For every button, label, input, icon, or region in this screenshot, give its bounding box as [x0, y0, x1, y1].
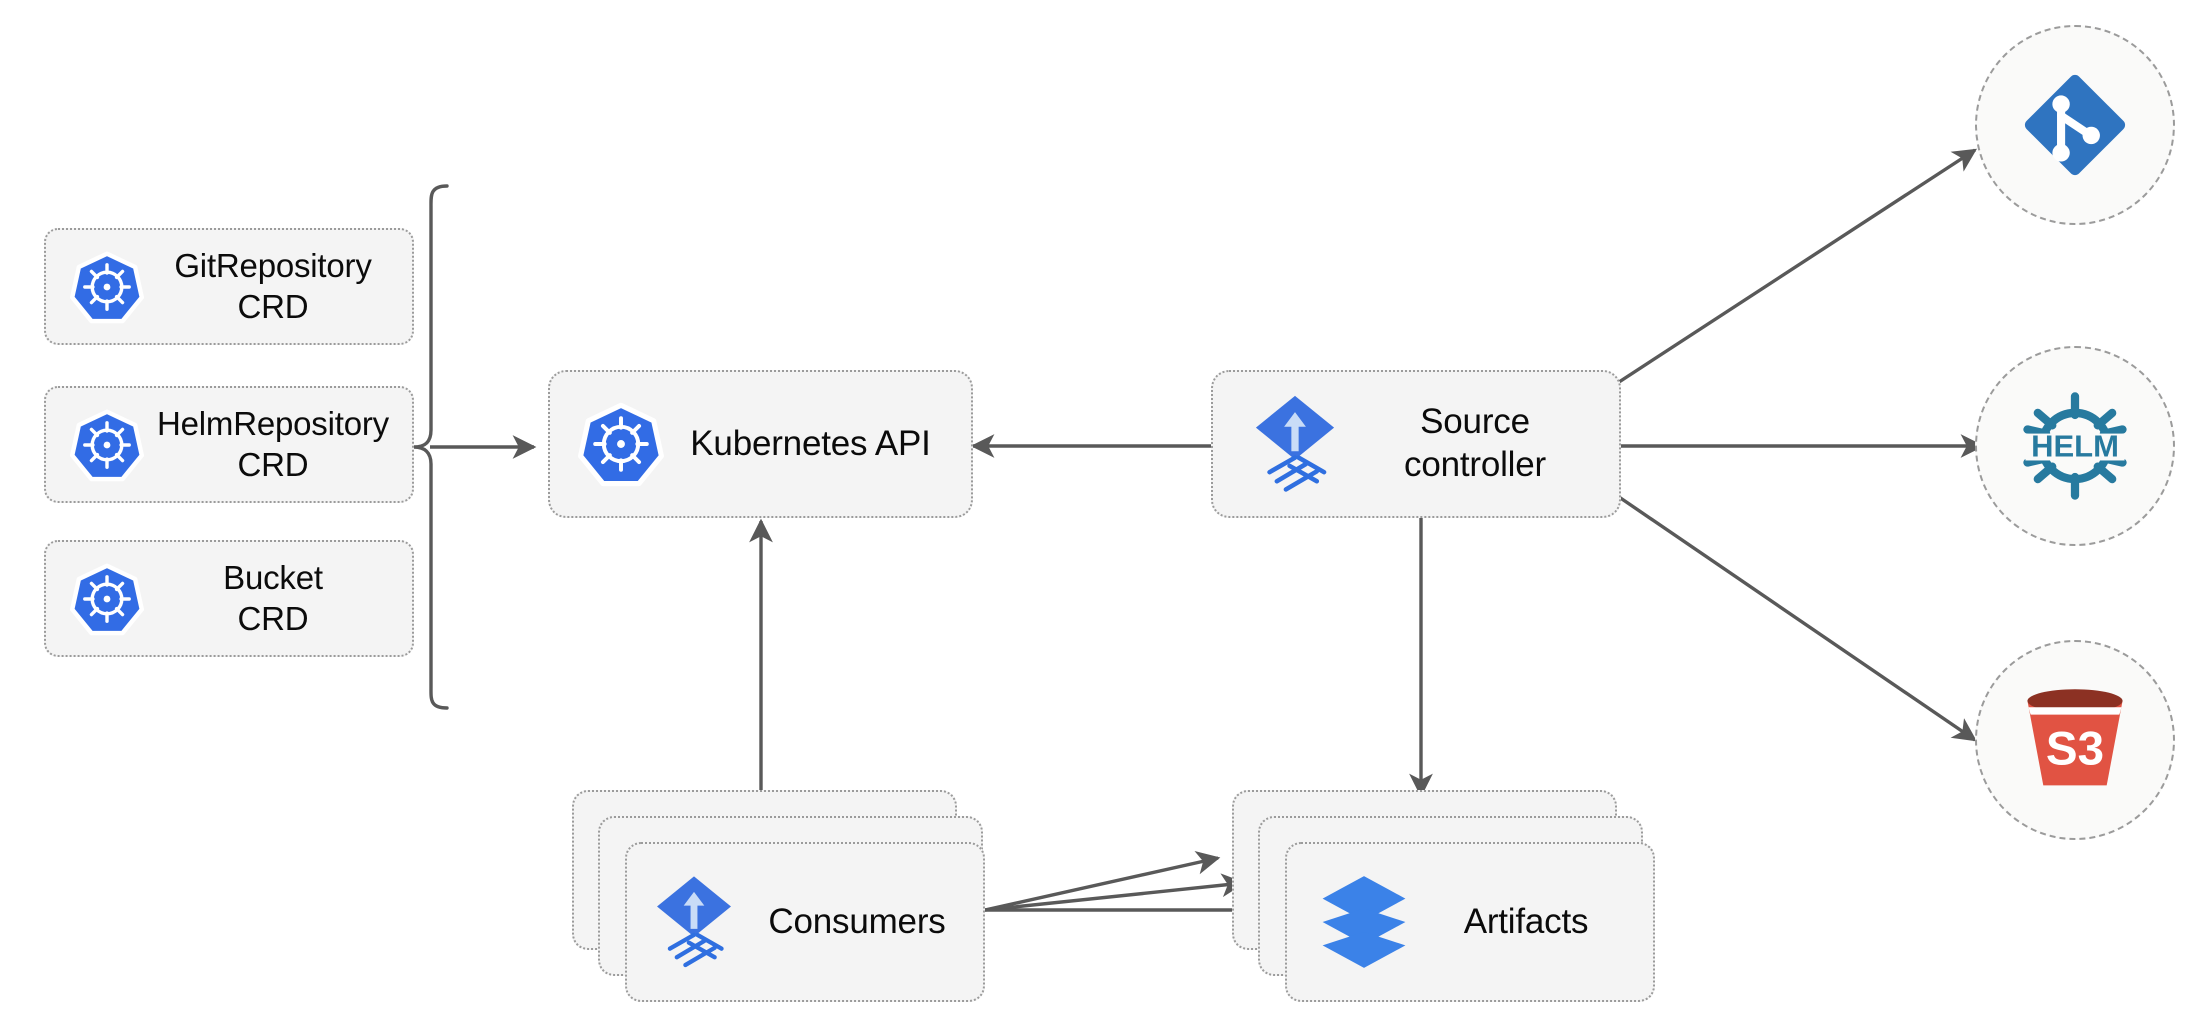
edge-source-controller-to-git [1618, 148, 1977, 384]
node-label: Source controller [1404, 402, 1546, 484]
external-source-s3[interactable]: S3 [1975, 640, 2175, 840]
external-source-git[interactable] [1975, 25, 2175, 225]
node-label: Consumers [768, 901, 946, 941]
crd-group-brace [412, 184, 449, 710]
node-label: Artifacts [1463, 901, 1589, 941]
crd-card-gitrepository[interactable]: GitRepository CRD [44, 228, 414, 345]
crd-card-helmrepository[interactable]: HelmRepository CRD [44, 386, 414, 503]
crd-label: HelmRepository CRD [157, 405, 389, 483]
edge-consumers-to-artifacts-2 [984, 873, 1246, 912]
flux-icon [1249, 394, 1341, 494]
kubernetes-icon [70, 562, 144, 636]
external-source-helm[interactable]: HELM [1975, 346, 2175, 546]
crd-card-bucket[interactable]: Bucket CRD [44, 540, 414, 657]
artifacts-layer-front[interactable]: Artifacts [1285, 842, 1655, 1002]
layers-icon [1319, 874, 1409, 970]
s3-bucket-icon: S3 [2016, 684, 2134, 796]
kubernetes-icon [70, 250, 144, 324]
helm-icon: HELM [2013, 384, 2137, 508]
kubernetes-icon [578, 401, 664, 487]
kubernetes-icon [70, 408, 144, 482]
consumers-layer-front[interactable]: Consumers [625, 842, 985, 1002]
edge-consumers-to-artifacts-1 [984, 851, 1221, 912]
node-label: Kubernetes API [690, 423, 931, 463]
crd-label: Bucket CRD [223, 559, 323, 637]
s3-label: S3 [2046, 722, 2104, 775]
helm-label: HELM [2031, 428, 2119, 463]
node-kubernetes-api[interactable]: Kubernetes API [548, 370, 973, 518]
edge-source-controller-to-s3 [1618, 495, 1977, 742]
git-icon [2017, 67, 2133, 183]
flux-icon [651, 874, 737, 970]
node-source-controller[interactable]: Source controller [1211, 370, 1621, 518]
crd-label: GitRepository CRD [174, 247, 372, 325]
